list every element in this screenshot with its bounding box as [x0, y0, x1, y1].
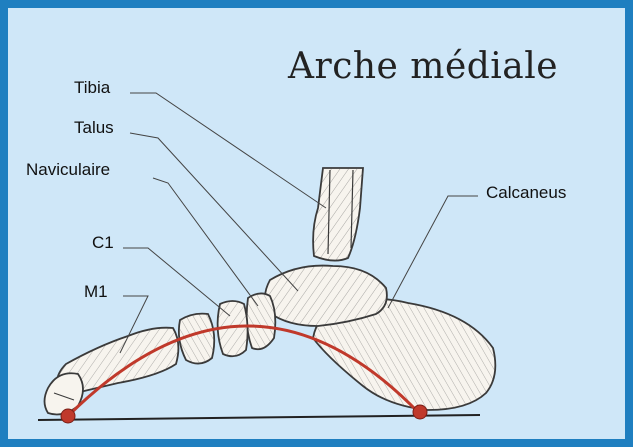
tibia-leader	[130, 93, 326, 208]
diagram-title: Arche médiale	[288, 46, 558, 87]
label-m1: M1	[84, 282, 108, 302]
talus-leader	[130, 133, 298, 291]
arch-anterior-point	[61, 409, 75, 423]
label-tibia: Tibia	[74, 78, 110, 98]
tibia-bone	[313, 168, 363, 261]
naviculaire-leader	[153, 178, 258, 306]
calcaneus-leader	[388, 196, 478, 308]
arch-posterior-point	[413, 405, 427, 419]
label-calcaneus: Calcaneus	[486, 183, 566, 203]
naviculaire-bone	[247, 293, 276, 349]
c1-leader	[123, 248, 230, 316]
label-naviculaire: Naviculaire	[26, 160, 110, 180]
label-c1: C1	[92, 233, 114, 253]
label-talus: Talus	[74, 118, 114, 138]
